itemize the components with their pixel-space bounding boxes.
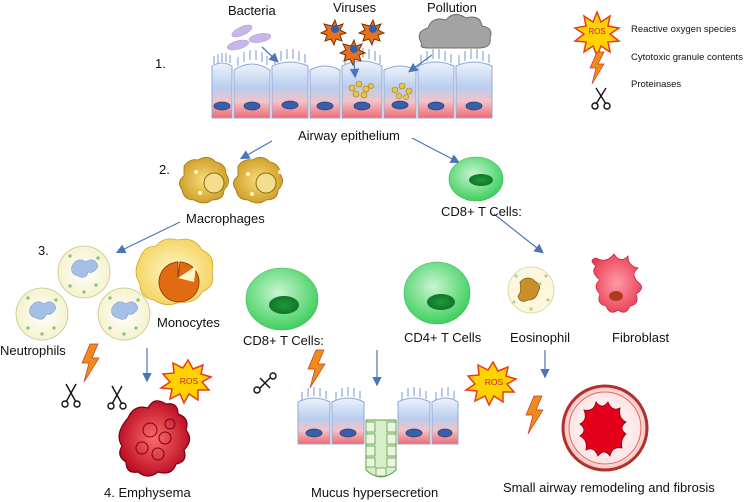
monocytes-label: Monocytes: [157, 315, 220, 330]
ros-burst-icon: ROS: [573, 9, 621, 59]
neutrophils-label: Neutrophils: [0, 343, 66, 358]
svg-text:ROS: ROS: [588, 27, 605, 36]
bacteria-icon: [227, 24, 272, 51]
bacteria-label: Bacteria: [228, 3, 276, 18]
fibroblast-cell: [591, 253, 642, 313]
flow-arrows: [115, 137, 550, 387]
legend-ros-label: Reactive oxygen species: [631, 24, 737, 35]
mucus-hypersecretion-label: Mucus hypersecretion: [311, 485, 439, 500]
cd4-t-cells-label: CD4+ T Cells: [404, 330, 482, 345]
lightning-bolt-icon: [81, 343, 100, 383]
airway-epithelium-label: Airway epithelium: [298, 128, 400, 143]
lightning-bolt-icon: [307, 349, 326, 389]
step-1-label: 1.: [155, 56, 166, 71]
eosinophil-cell: [507, 266, 555, 314]
cd8-t-cell-mid: [245, 267, 319, 331]
cd4-t-cell: [403, 261, 471, 325]
legend: ROS: [573, 9, 621, 110]
lightning-bolt-icon: [525, 395, 544, 435]
scissors-icon: [591, 87, 611, 110]
legend-proteinases-label: Proteinases: [631, 79, 682, 90]
small-airway-remodeling-icon: [561, 384, 649, 472]
virus-icon: [319, 18, 386, 67]
fibroblast-label: Fibroblast: [612, 330, 670, 345]
legend-cytotoxic-label: Cytotoxic granule contents: [631, 52, 743, 63]
step-2-label: 2.: [159, 162, 170, 177]
macrophages-label: Macrophages: [186, 211, 265, 226]
pollution-cloud-icon: [418, 14, 492, 49]
neutrophil-cells: [15, 245, 151, 341]
scissors-icon: [107, 385, 127, 410]
svg-text:ROS: ROS: [485, 377, 504, 387]
scissors-icon: [61, 383, 81, 408]
cd8-t-cells-mid-label: CD8+ T Cells:: [243, 333, 324, 348]
cd8-t-cells-top-label: CD8+ T Cells:: [441, 204, 522, 219]
scissors-icon: [253, 372, 277, 394]
step-3-label: 3.: [38, 243, 49, 258]
eosinophil-label: Eosinophil: [510, 330, 570, 345]
mucus-hypersecretion-illustration: [297, 387, 459, 478]
viruses-label: Viruses: [333, 0, 377, 15]
ros-burst-icon: ROS: [158, 358, 213, 405]
monocyte-cell: [135, 238, 214, 305]
macrophage-cells: [179, 157, 283, 204]
small-airway-remodeling-label: Small airway remodeling and fibrosis: [503, 480, 715, 495]
emphysema-lung-icon: [118, 400, 191, 477]
lightning-bolt-icon: [589, 51, 605, 85]
ros-burst-icon: ROS: [463, 360, 518, 407]
emphysema-label: 4. Emphysema: [104, 485, 191, 500]
cd8-t-cell-top: [448, 156, 504, 202]
svg-text:ROS: ROS: [180, 376, 199, 386]
top-arrows: [261, 46, 433, 79]
pollution-label: Pollution: [427, 0, 477, 15]
